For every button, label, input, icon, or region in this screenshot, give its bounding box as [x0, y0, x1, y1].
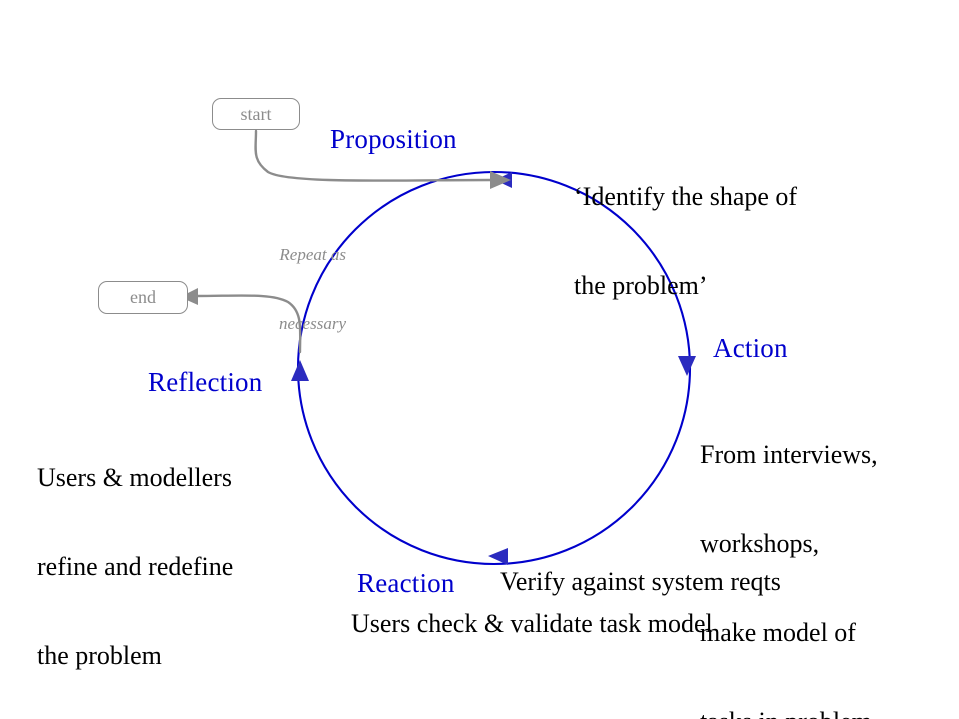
proposition-desc-line-1: ‘Identify the shape of: [574, 182, 798, 212]
repeat-annotation: Repeat as necessary: [188, 198, 346, 382]
action-desc-line-1: From interviews,: [700, 440, 878, 470]
action-desc-line-4: tasks in problem: [700, 707, 950, 719]
start-node[interactable]: start: [212, 98, 300, 130]
stage-desc-proposition: ‘Identify the shape of the problem’: [574, 123, 944, 360]
stage-title-action: Action: [713, 333, 788, 363]
start-flow-line: [254, 129, 494, 182]
stage-desc-reaction-line-2: Users check & validate task model: [351, 609, 713, 638]
repeat-annotation-line-2: necessary: [278, 313, 346, 333]
stage-desc-reflection: Users & modellers refine and redefine th…: [37, 404, 297, 719]
stage-title-reflection: Reflection: [148, 367, 263, 397]
end-flow-connector: [180, 288, 302, 354]
repeat-annotation-line-1: Repeat as: [279, 244, 346, 264]
cycle-arrowheads: [291, 172, 696, 565]
end-flow-arrowhead-icon: [180, 288, 198, 305]
stage-desc-reaction-line-1: Verify against system reqts: [500, 567, 781, 596]
end-node[interactable]: end: [98, 281, 188, 314]
stage-desc-action: From interviews, workshops, make model o…: [700, 381, 950, 719]
end-node-label: end: [130, 287, 156, 307]
left-arrow-reflection-icon: [291, 360, 309, 381]
start-flow-arrowhead-icon: [490, 171, 511, 189]
start-flow-connector: [254, 129, 511, 189]
proposition-desc-line-2: the problem’: [574, 271, 708, 301]
reflection-desc-line-3: the problem: [37, 641, 162, 670]
reflection-desc-line-1: Users & modellers: [37, 463, 232, 493]
action-desc-line-2: workshops,: [700, 529, 820, 559]
reflection-desc-line-2: refine and redefine: [37, 552, 234, 582]
stage-title-reaction: Reaction: [357, 568, 455, 598]
start-node-label: start: [240, 103, 272, 124]
end-flow-line: [194, 294, 302, 354]
action-desc-line-3: make model of: [700, 618, 856, 647]
bottom-arrow-reaction-icon: [488, 548, 508, 565]
right-arrow-action-icon: [678, 356, 696, 376]
stage-title-proposition: Proposition: [330, 124, 457, 154]
